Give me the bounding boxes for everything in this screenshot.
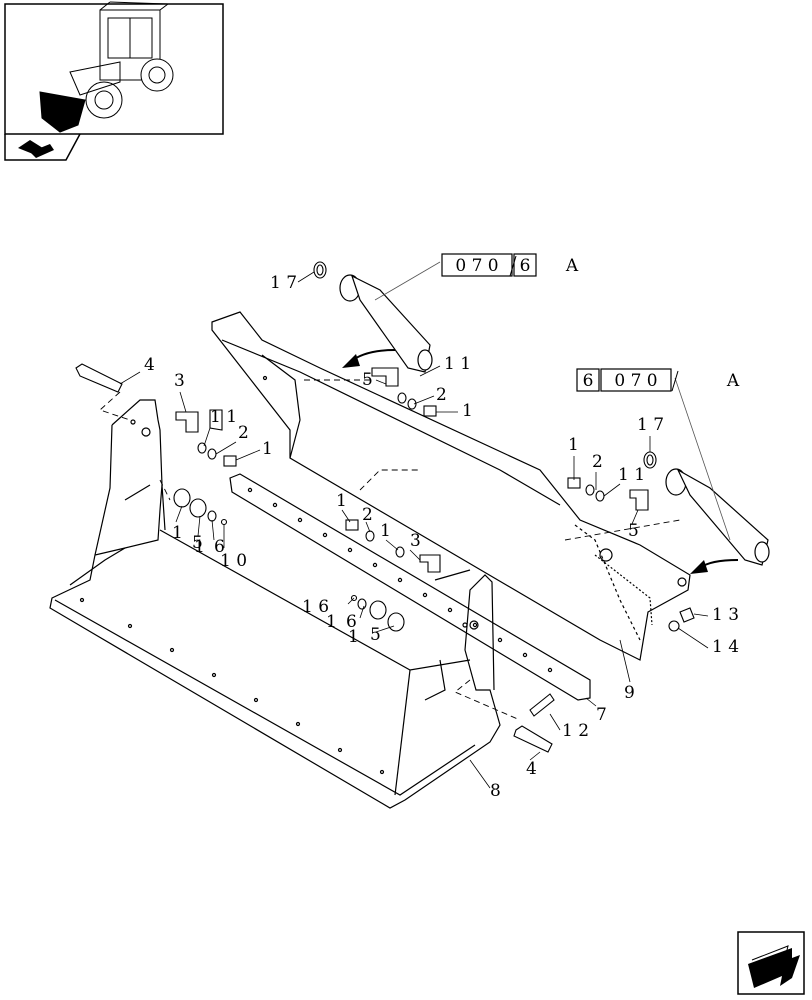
callout-3: 3 — [174, 371, 185, 391]
callout-1: 1 — [172, 523, 183, 543]
next-page-button[interactable] — [737, 931, 805, 995]
callout-10: 1 0 — [220, 551, 247, 571]
reference-top-box1: 0 7 0 — [455, 256, 498, 276]
reference-leaders — [374, 261, 731, 541]
callout-11: 1 1 — [618, 465, 645, 485]
callout-leaders — [119, 271, 709, 789]
reference-right-box2: 0 7 0 — [614, 371, 657, 391]
callout-6: 6 — [346, 612, 357, 632]
callouts: 1 7 1 1 5 2 1 1 7 1 2 1 1 5 4 3 1 1 2 1 … — [144, 273, 739, 801]
callout-7: 7 — [596, 705, 607, 725]
callout-5: 5 — [362, 370, 373, 390]
small-parts — [75, 261, 695, 753]
callout-5: 5 — [370, 625, 381, 645]
reference-right-suffix: A — [726, 371, 740, 391]
callout-4: 4 — [526, 759, 537, 779]
assembly-arrow-right — [690, 559, 739, 574]
callout-1: 1 — [462, 401, 473, 421]
callout-17: 1 7 — [637, 415, 664, 435]
reference-top-suffix: A — [565, 256, 579, 276]
callout-1: 1 — [568, 435, 579, 455]
reference-right-box1: 6 — [583, 371, 594, 391]
callout-2: 2 — [362, 505, 373, 525]
reference-top-box2: 6 — [520, 256, 531, 276]
callout-11: 1 1 — [444, 354, 471, 374]
callout-2: 2 — [592, 452, 603, 472]
callout-3: 3 — [410, 531, 421, 551]
wheel-loader-thumbnail-icon — [39, 1, 174, 133]
callout-17: 1 7 — [270, 273, 297, 293]
callout-5: 5 — [192, 533, 203, 553]
callout-5: 5 — [628, 521, 639, 541]
callout-11: 1 1 — [210, 407, 237, 427]
callout-2: 2 — [238, 423, 249, 443]
callout-1: 1 — [380, 521, 391, 541]
reference-top: 0 7 0 6 A — [441, 253, 579, 277]
bucket-shell — [49, 399, 501, 809]
callout-2: 2 — [436, 385, 447, 405]
callout-14: 1 4 — [712, 637, 739, 657]
callout-1: 1 — [336, 491, 347, 511]
callout-12: 1 2 — [562, 721, 589, 741]
callout-8: 8 — [490, 781, 501, 801]
bucket-frame-arm — [211, 311, 691, 661]
thumbnail — [4, 1, 224, 161]
callout-16: 1 6 — [302, 597, 329, 617]
callout-1: 1 — [194, 537, 205, 557]
callout-1: 1 — [326, 612, 337, 632]
callout-13: 1 3 — [712, 605, 739, 625]
next-page-arrow-icon — [748, 945, 800, 988]
bucket-tab-icon — [18, 140, 54, 158]
assembly-lines — [99, 379, 681, 721]
hydraulic-cylinder-top — [339, 274, 433, 373]
cutting-edge-plate — [229, 473, 591, 701]
reference-right: 6 0 7 0 A — [576, 368, 740, 392]
callout-1: 1 — [262, 439, 273, 459]
callout-9: 9 — [624, 683, 635, 703]
callout-6: 6 — [214, 537, 225, 557]
callout-1: 1 — [348, 627, 359, 647]
assembly-arrow-top — [342, 349, 396, 368]
hydraulic-cylinder-right — [665, 468, 770, 566]
callout-4: 4 — [144, 355, 155, 375]
